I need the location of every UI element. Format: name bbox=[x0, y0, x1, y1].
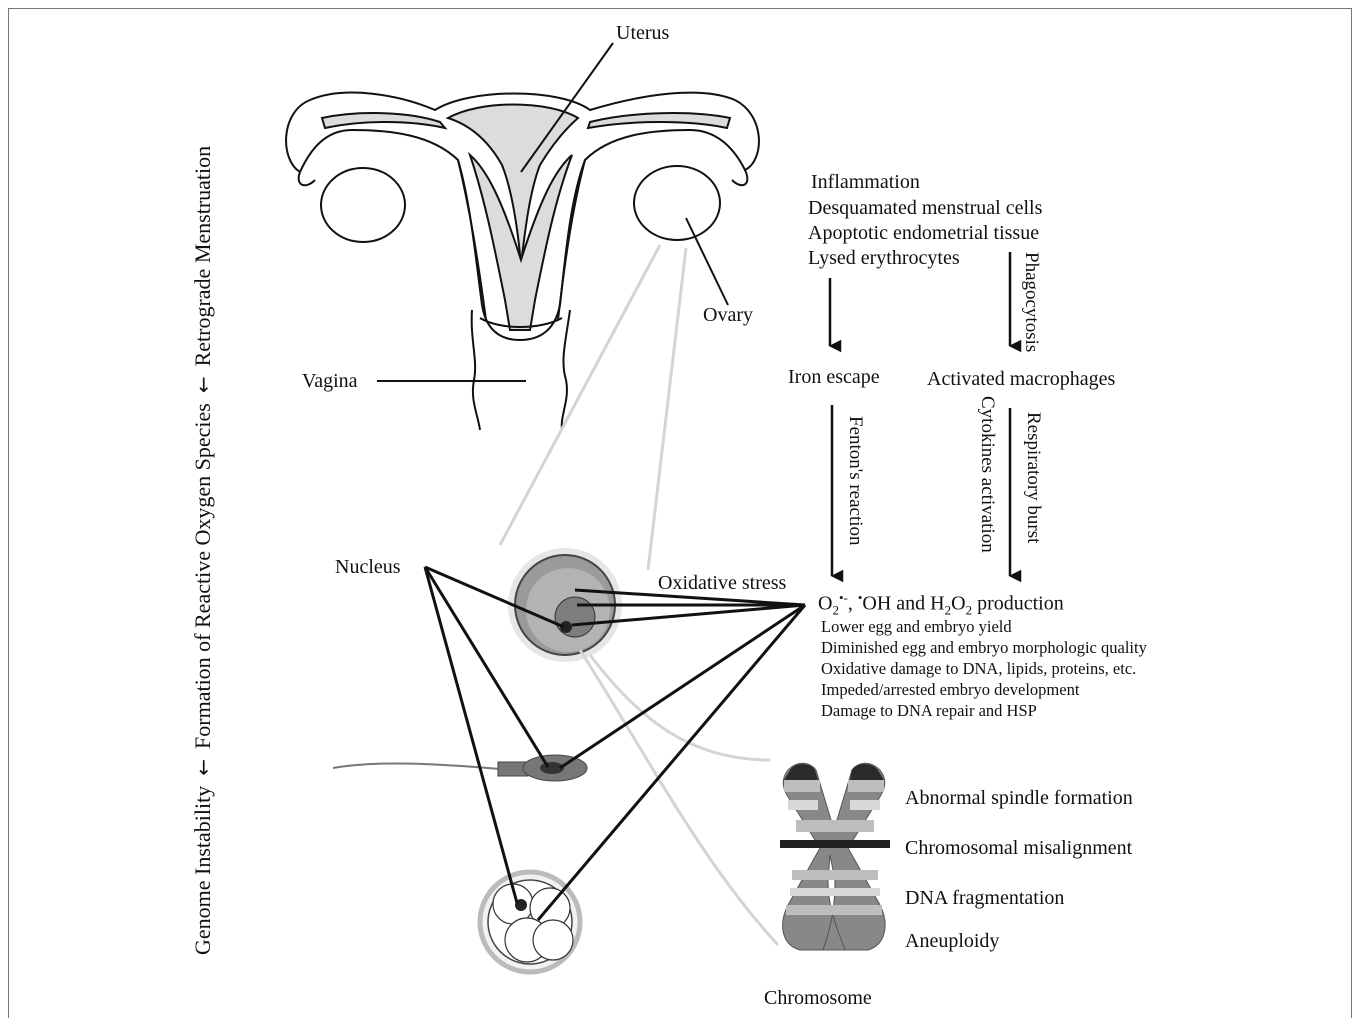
effect-item: Impeded/arrested embryo development bbox=[821, 679, 1147, 700]
chromosome-drawing bbox=[780, 763, 890, 950]
chromosome-effect-aneuploidy: Aneuploidy bbox=[905, 930, 999, 952]
oxidative-stress-label: Oxidative stress bbox=[658, 572, 786, 594]
ovary-label: Ovary bbox=[703, 304, 753, 326]
effect-item: Damage to DNA repair and HSP bbox=[821, 700, 1147, 721]
iron-escape-label: Iron escape bbox=[788, 366, 880, 388]
effect-item: Oxidative damage to DNA, lipids, protein… bbox=[821, 658, 1147, 679]
side-title-arrow-icon: ← bbox=[190, 759, 216, 776]
sperm-drawing bbox=[333, 755, 587, 781]
effect-item: Diminished egg and embryo morphologic qu… bbox=[821, 637, 1147, 658]
cause-inflammation: Inflammation bbox=[811, 171, 920, 193]
side-title-ros-formation: Formation of Reactive Oxygen Species bbox=[190, 403, 216, 749]
side-title-arrow-icon: ← bbox=[190, 376, 216, 393]
chromosome-effect-fragmentation: DNA fragmentation bbox=[905, 887, 1064, 909]
activated-macrophages-label: Activated macrophages bbox=[927, 368, 1115, 390]
side-title-retrograde-menstruation: Retrograde Menstruation bbox=[190, 146, 216, 367]
effect-item: Lower egg and embryo yield bbox=[821, 616, 1147, 637]
chromosome-effect-spindle: Abnormal spindle formation bbox=[905, 787, 1133, 809]
fentons-reaction-label: Fenton's reaction bbox=[844, 416, 866, 546]
chromosome-label: Chromosome bbox=[764, 987, 872, 1009]
side-title: Genome Instability ← Formation of Reacti… bbox=[190, 146, 216, 955]
effects-list: Lower egg and embryo yield Diminished eg… bbox=[821, 616, 1147, 721]
ovary-pointer-line bbox=[686, 218, 728, 305]
cytokines-activation-label: Cytokines activation bbox=[976, 396, 998, 553]
side-title-genome-instability: Genome Instability bbox=[190, 786, 216, 955]
cause-desquamated-cells: Desquamated menstrual cells bbox=[808, 197, 1042, 219]
chromosome-effect-misalignment: Chromosomal misalignment bbox=[905, 837, 1132, 859]
phagocytosis-label: Phagocytosis bbox=[1020, 252, 1042, 352]
nucleus-pointer-lines bbox=[425, 567, 564, 903]
oocyte-to-chromosome-connectors bbox=[580, 650, 778, 945]
vagina-label: Vagina bbox=[302, 370, 358, 392]
cause-lysed-erythrocytes: Lysed erythrocytes bbox=[808, 247, 960, 269]
nucleus-label: Nucleus bbox=[335, 556, 401, 578]
uterus-label: Uterus bbox=[616, 22, 669, 44]
cause-apoptotic-tissue: Apoptotic endometrial tissue bbox=[808, 222, 1039, 244]
respiratory-burst-label: Respiratory burst bbox=[1022, 412, 1044, 543]
